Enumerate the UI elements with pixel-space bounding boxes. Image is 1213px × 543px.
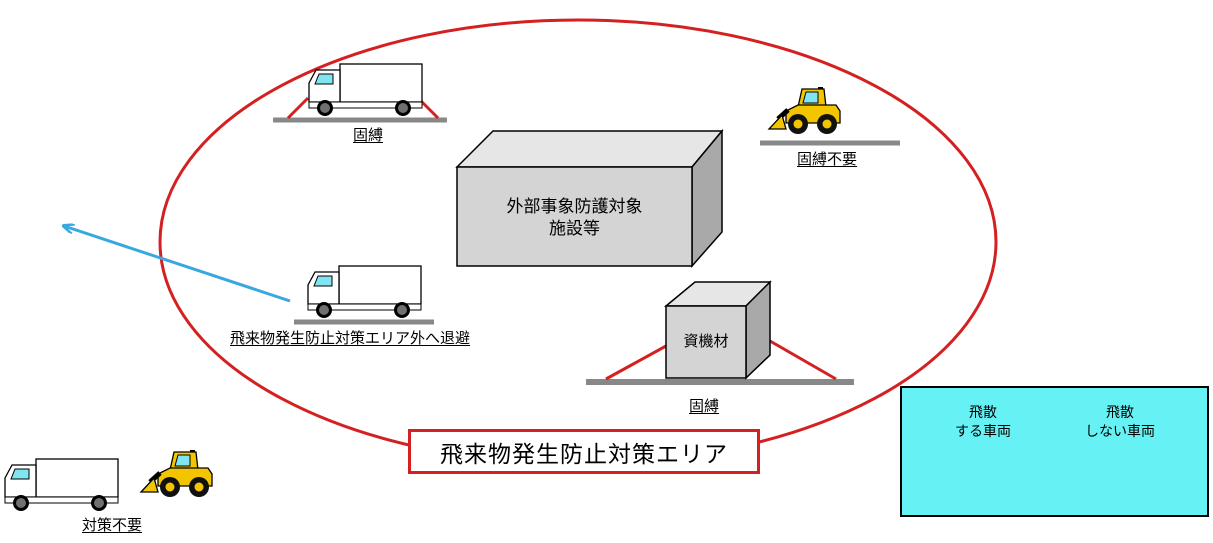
materials-box — [586, 280, 854, 385]
outside-vehicles — [3, 450, 212, 511]
facility-label: 外部事象防護対象 施設等 — [457, 196, 692, 240]
facility-box — [455, 128, 724, 268]
legend-no-scatter-label: 飛散 しない車両 — [1070, 404, 1170, 442]
facility-label-line2: 施設等 — [549, 219, 600, 239]
loader-no-tie — [760, 87, 900, 146]
legend-no-scatter-line2: しない車両 — [1085, 424, 1155, 440]
no-tie-label-loader: 固縛不要 — [797, 150, 858, 168]
facility-label-line1: 外部事象防護対象 — [506, 197, 643, 217]
legend-scatter-label: 飛散 する車両 — [938, 404, 1028, 442]
tied-truck — [273, 62, 447, 123]
materials-label: 資機材 — [683, 332, 729, 350]
legend: 飛散 する車両 飛散 しない車両 — [900, 386, 1209, 517]
evacuating-truck — [294, 264, 434, 325]
no-measure-label: 対策不要 — [82, 516, 143, 534]
tie-label-truck: 固縛 — [353, 126, 384, 144]
area-label: 飛来物発生防止対策エリア — [408, 429, 760, 474]
legend-no-scatter-line1: 飛散 — [1106, 405, 1134, 421]
legend-scatter-line2: する車両 — [955, 424, 1011, 440]
evacuate-label: 飛来物発生防止対策エリア外へ退避 — [230, 329, 471, 347]
evacuate-arrow — [64, 226, 291, 303]
legend-scatter-line1: 飛散 — [969, 405, 997, 421]
tie-label-materials: 固縛 — [689, 397, 720, 415]
